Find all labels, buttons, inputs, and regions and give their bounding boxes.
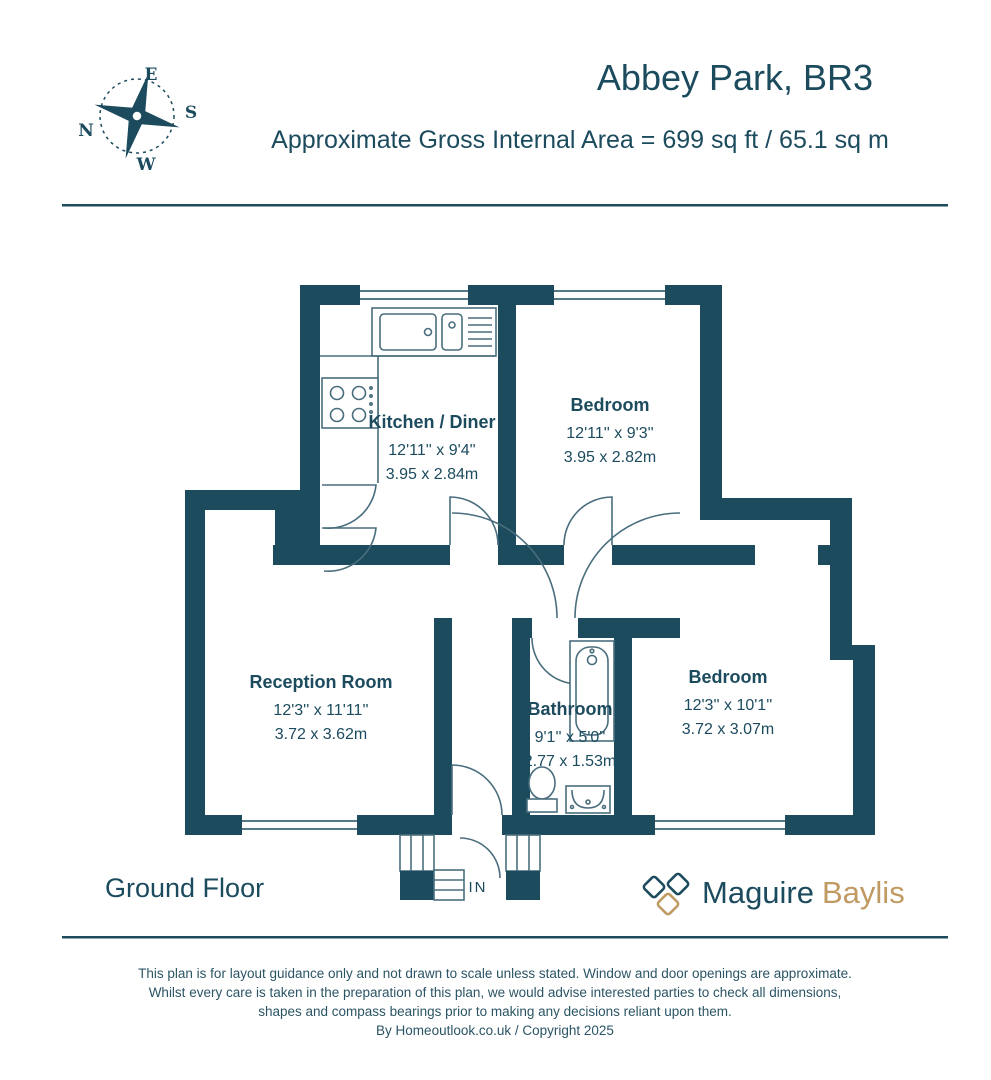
bedroom1-window xyxy=(554,285,665,305)
kitchen-door-arc xyxy=(449,496,499,546)
bedroom2-window xyxy=(655,815,785,835)
bath-tap-dot xyxy=(589,648,595,654)
kitchen-metric: 3.95 x 2.84m xyxy=(386,466,479,483)
reception-metric: 3.72 x 3.62m xyxy=(275,726,368,743)
reception-window xyxy=(242,815,357,835)
reception-label: Reception Room 12'3'' x 11'11'' 3.72 x 3… xyxy=(249,672,392,743)
toilet-cistern xyxy=(526,798,558,813)
bedroom2-label: Bedroom 12'3'' x 10'1'' 3.72 x 3.07m xyxy=(682,667,775,738)
compass-rose-icon: E S N W xyxy=(78,65,197,175)
kitchen-imperial: 12'11'' x 9'4'' xyxy=(388,442,475,459)
door-swings xyxy=(449,496,681,879)
kitchen-label: Kitchen / Diner 12'11'' x 9'4'' 3.95 x 2… xyxy=(368,412,495,483)
reception-name: Reception Room xyxy=(249,672,392,692)
compass-south-label: S xyxy=(185,103,197,123)
basin-bowl xyxy=(571,789,605,809)
bedroom2-metric: 3.72 x 3.07m xyxy=(682,721,775,738)
disclaimer-line-4: By Homeoutlook.co.uk / Copyright 2025 xyxy=(376,1023,614,1038)
bedroom2-name: Bedroom xyxy=(688,667,767,687)
compass-west-label: W xyxy=(135,155,156,175)
disclaimer: This plan is for layout guidance only an… xyxy=(138,966,852,1038)
page-title: Abbey Park, BR3 xyxy=(597,57,873,98)
porch-pillar-left xyxy=(399,834,435,900)
bedroom1-metric: 3.95 x 2.82m xyxy=(564,449,657,466)
entrance-porch: IN xyxy=(399,834,541,901)
kitchen-cabinet-doors xyxy=(322,484,377,572)
page-subtitle: Approximate Gross Internal Area = 699 sq… xyxy=(271,126,889,154)
sink-drain-small xyxy=(448,321,456,329)
porch-door-arc xyxy=(459,837,501,879)
disclaimer-line-3: shapes and compass bearings prior to mak… xyxy=(258,1004,732,1019)
bedroom1-label: Bedroom 12'11'' x 9'3'' 3.95 x 2.82m xyxy=(564,395,657,466)
bedroom1-imperial: 12'11'' x 9'3'' xyxy=(566,425,653,442)
header: Abbey Park, BR3 Approximate Gross Intern… xyxy=(62,57,948,207)
compass-north-label: N xyxy=(78,121,94,141)
bathroom-label: Bathroom 9'1'' x 5'0'' 2.77 x 1.53m xyxy=(524,699,617,770)
bathroom-imperial: 9'1'' x 5'0'' xyxy=(535,729,606,746)
bedroom2-door-arc xyxy=(574,512,681,619)
sink-bowl-small xyxy=(441,313,463,351)
floor-label: Ground Floor xyxy=(105,873,264,903)
kitchen-name: Kitchen / Diner xyxy=(368,412,495,432)
bathroom-name: Bathroom xyxy=(528,699,613,719)
bedroom2-imperial: 12'3'' x 10'1'' xyxy=(684,697,773,714)
bathtub-inner xyxy=(575,646,609,736)
kitchen-window xyxy=(360,285,468,305)
diamonds-logo-icon xyxy=(642,872,690,916)
hall-left-door-arc xyxy=(451,512,558,619)
porch-steps xyxy=(433,869,465,901)
entrance-in-label: IN xyxy=(469,879,488,896)
sink-bowl-large xyxy=(379,313,437,351)
bath-tap xyxy=(586,654,598,666)
sink-drainer-lines xyxy=(468,317,492,347)
toilet-bowl xyxy=(528,766,556,800)
brand-name-primary: Maguire xyxy=(702,875,814,910)
bedroom1-door-arc xyxy=(563,496,613,546)
bathroom-fixtures xyxy=(526,640,615,814)
footer-divider xyxy=(62,936,948,939)
porch-pillar-right xyxy=(505,834,541,900)
wall-jamb-notch xyxy=(205,558,215,572)
brand-name-secondary: Baylis xyxy=(822,875,905,910)
windows xyxy=(242,285,785,835)
hob-burners xyxy=(329,385,373,423)
sink-drain xyxy=(423,327,433,337)
bathroom-metric: 2.77 x 1.53m xyxy=(524,753,617,770)
basin-dots xyxy=(569,799,607,810)
brand-logo: Maguire Baylis xyxy=(642,872,905,916)
disclaimer-line-2: Whilst every care is taken in the prepar… xyxy=(149,985,842,1000)
compass-east-label: E xyxy=(145,65,158,85)
bedroom1-name: Bedroom xyxy=(570,395,649,415)
hob xyxy=(321,377,379,429)
room-labels: Kitchen / Diner 12'11'' x 9'4'' 3.95 x 2… xyxy=(249,395,774,770)
front-door-arc xyxy=(451,764,503,816)
header-divider xyxy=(62,204,948,207)
reception-imperial: 12'3'' x 11'11'' xyxy=(273,702,368,719)
kitchen-fixtures xyxy=(320,307,497,572)
disclaimer-line-1: This plan is for layout guidance only an… xyxy=(138,966,852,981)
